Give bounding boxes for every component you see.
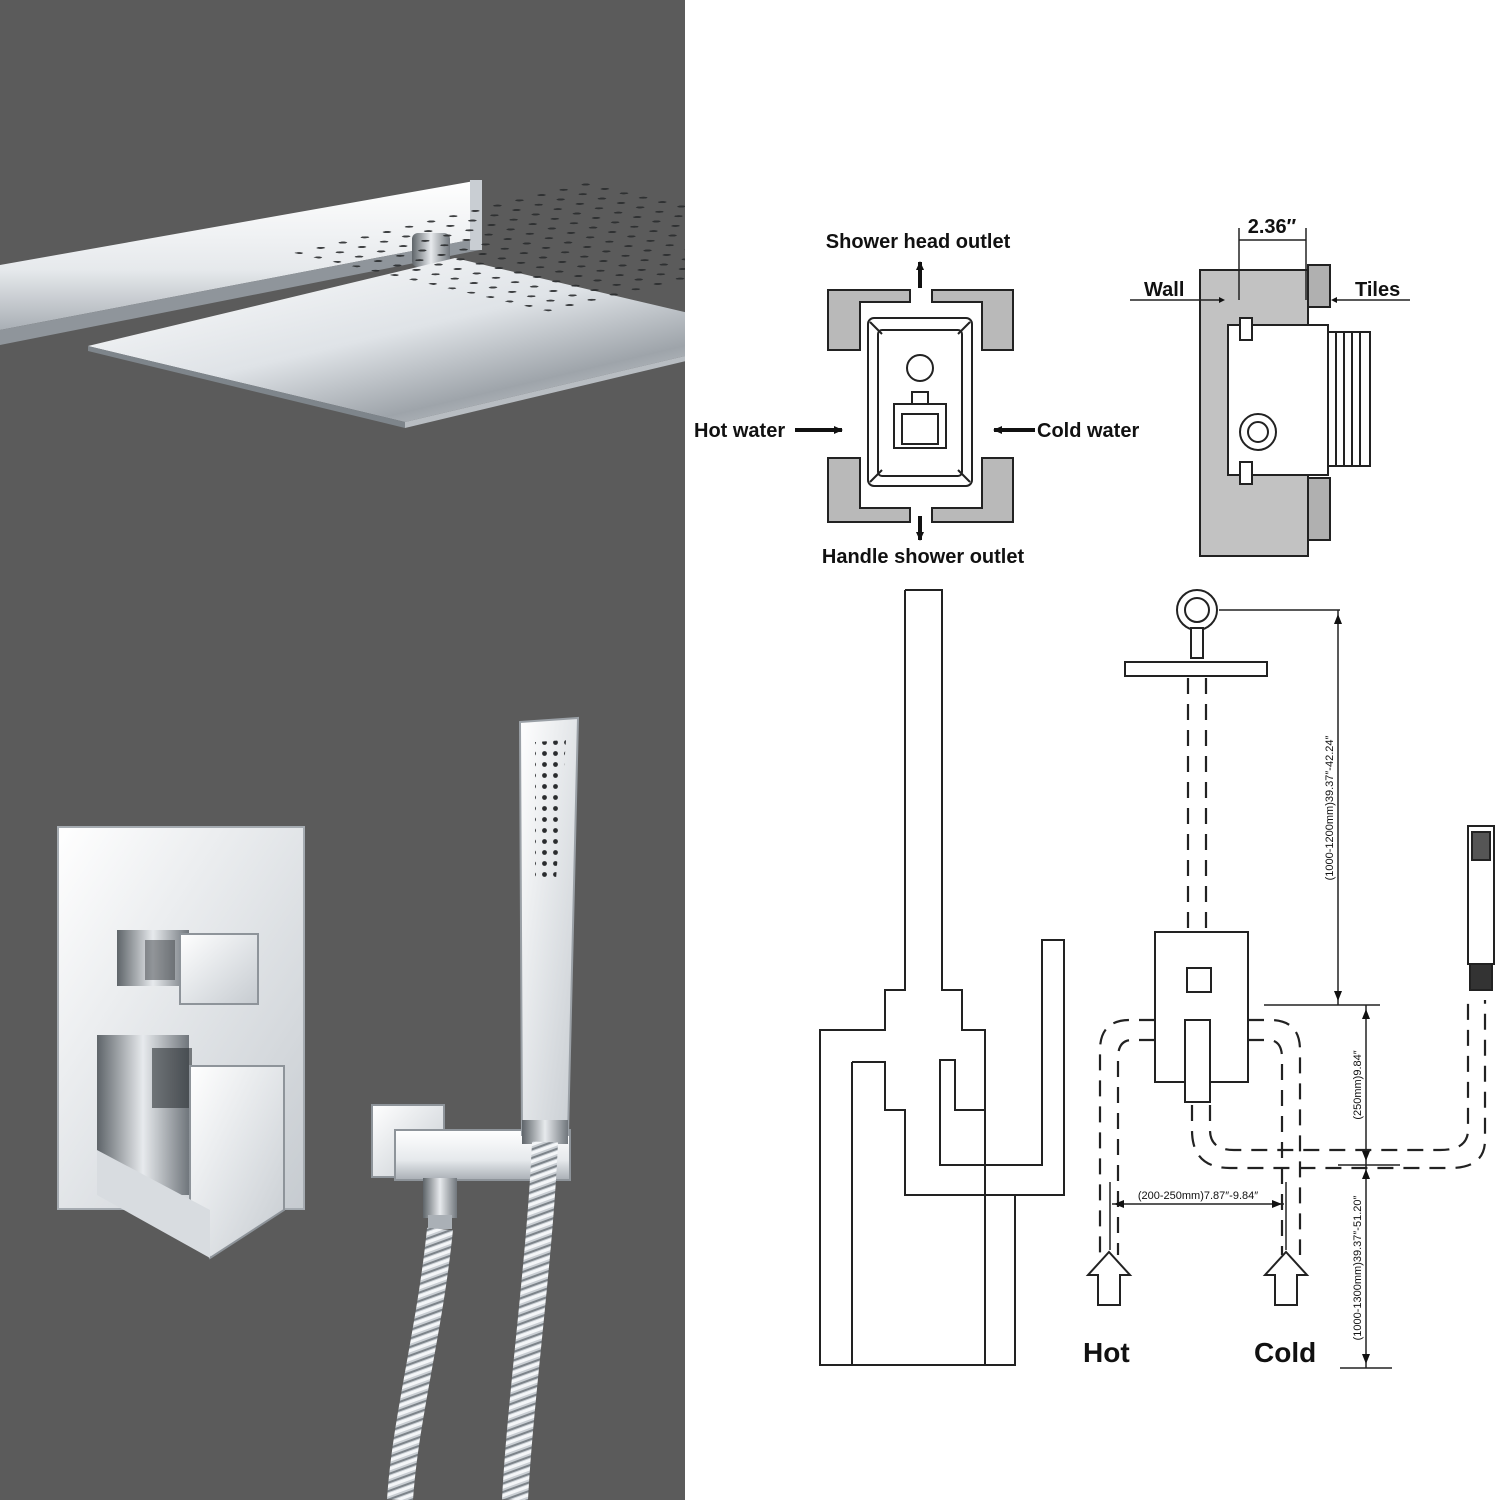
label-cold-inlet: Cold <box>1254 1337 1316 1368</box>
label-hot-inlet: Hot <box>1083 1337 1130 1368</box>
label-wall: Wall <box>1144 279 1184 301</box>
hand-shower <box>518 716 580 1144</box>
diverter-knob <box>117 930 259 1005</box>
product-photo <box>0 0 861 1501</box>
label-shower-head-outlet: Shower head outlet <box>826 231 1011 253</box>
dimension-valve-floor-height: (1000-1300mm)39.37″-51.20″ <box>1352 1196 1364 1341</box>
mixer-lever-handle <box>97 1035 285 1260</box>
shower-hose <box>387 1141 558 1501</box>
technical-diagrams: Shower head outlet Handle shower outlet … <box>685 0 1500 1500</box>
product-outline-diagram <box>819 589 1065 1366</box>
label-depth-dimension: 2.36″ <box>1248 216 1297 238</box>
dimension-inlet-spacing: (200-250mm)7.87″-9.84″ <box>1138 1190 1258 1202</box>
valve-side-view: 2.36″ Wall Tiles <box>1130 216 1410 557</box>
label-cold-water: Cold water <box>1037 420 1139 442</box>
label-tiles: Tiles <box>1355 279 1400 301</box>
dimension-valve-offset: (250mm)9.84″ <box>1352 1050 1364 1119</box>
label-hot-water: Hot water <box>694 420 785 442</box>
label-handle-shower-outlet: Handle shower outlet <box>822 546 1025 568</box>
dimension-shower-head-height: (1000-1200mm)39.37″-42.24″ <box>1324 736 1336 881</box>
valve-front-view: Shower head outlet Handle shower outlet … <box>694 231 1139 568</box>
installation-drawing: Hot Cold <box>1083 589 1495 1369</box>
